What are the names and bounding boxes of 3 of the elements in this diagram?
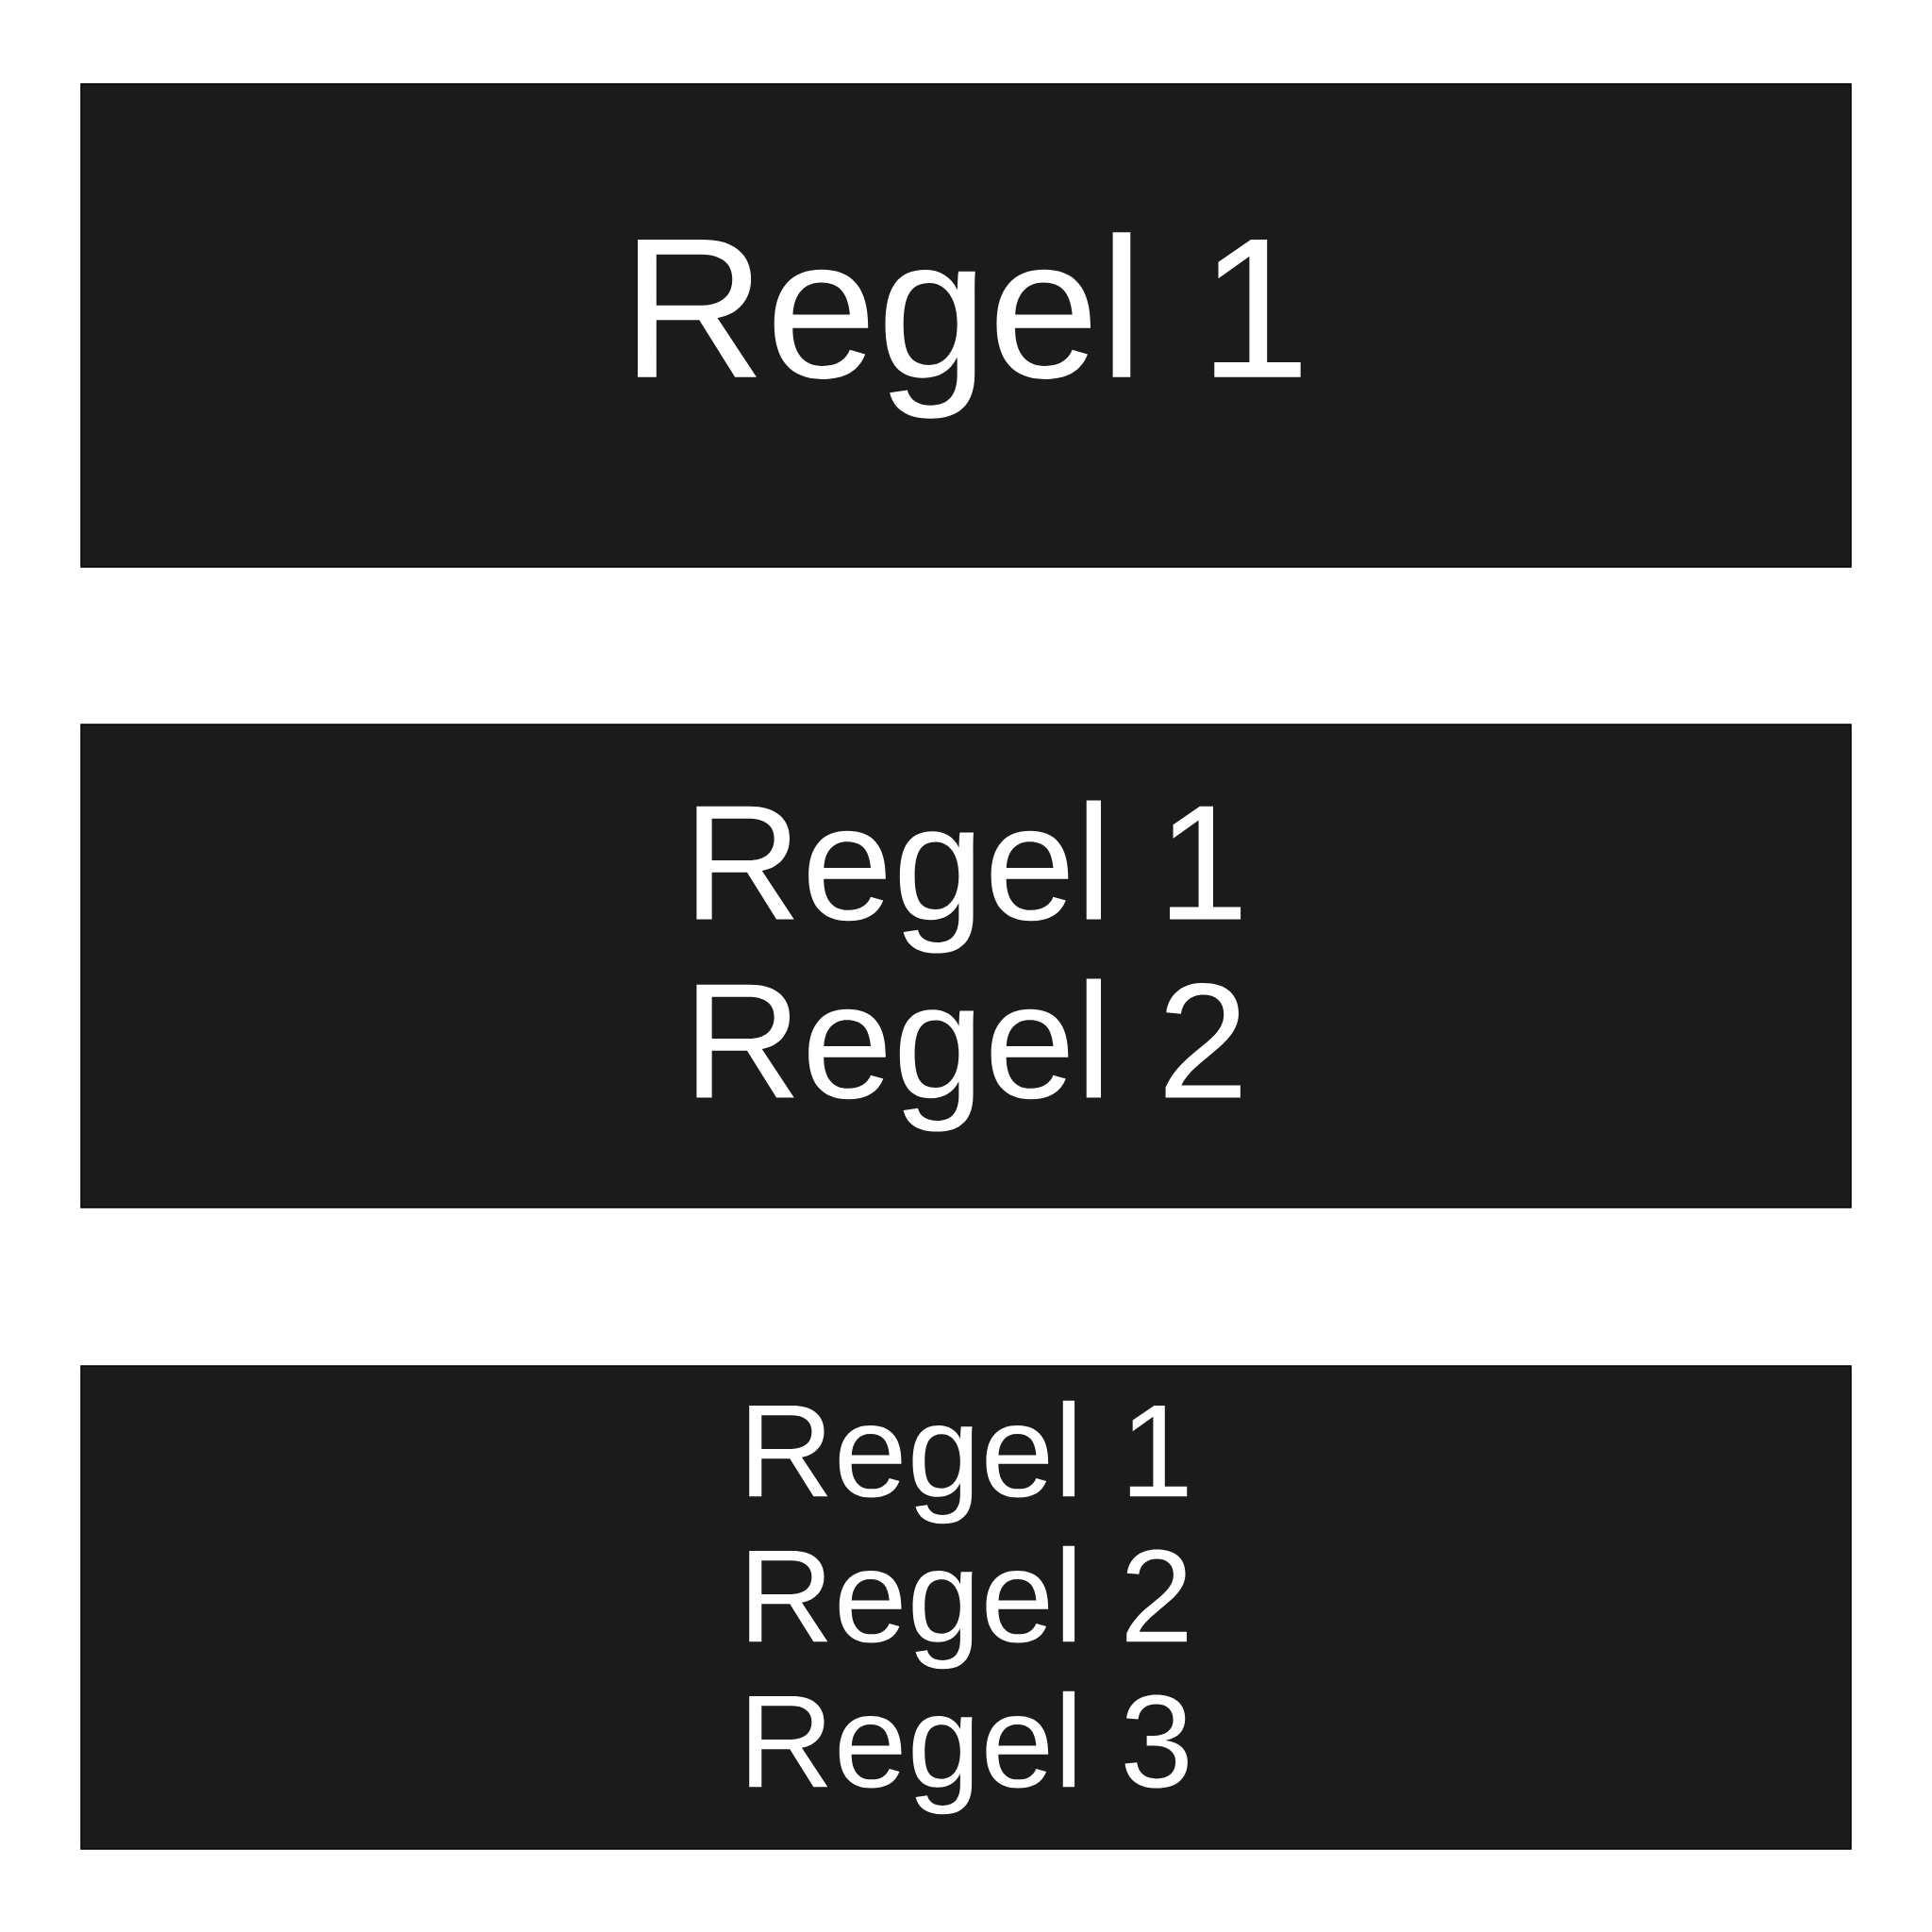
- text-box: Regel 1 Regel 2: [80, 724, 1852, 1208]
- text-box: Regel 1 Regel 2 Regel 3: [80, 1365, 1852, 1850]
- text-box: Regel 1: [80, 83, 1852, 568]
